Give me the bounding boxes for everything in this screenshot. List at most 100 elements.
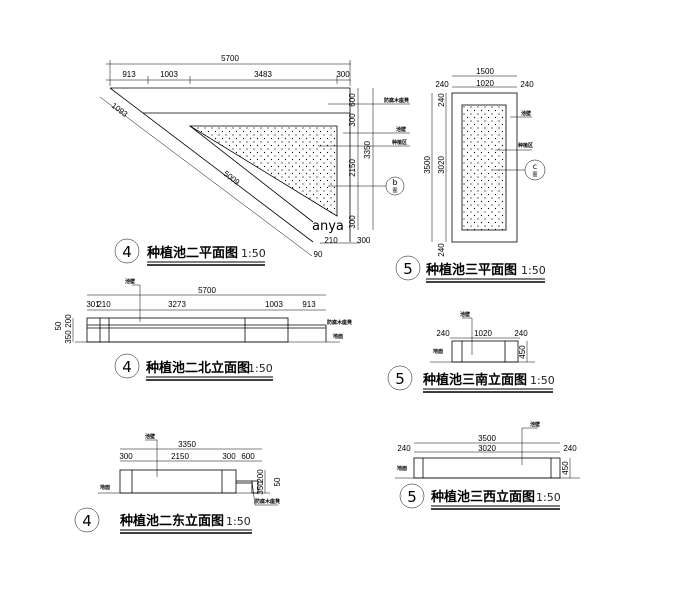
drawing-title: 种植池二北立面图	[145, 360, 250, 376]
plan-4-planting-pool-2: 5700 913 1003 3483 300 1093 5009 600 300…	[99, 54, 410, 266]
drawing-title: 种植池三西立面图	[430, 489, 535, 505]
pool-elevation	[119, 469, 237, 494]
label-bench: 防腐木座凳	[384, 97, 410, 104]
elevation-4-north: 5700 301 210 3273 1003 913 池壁 防腐木座凳 地面 5…	[54, 278, 353, 381]
dim-text: 300	[348, 215, 357, 229]
drawing-number-circle	[74, 507, 100, 533]
label-ground: 地面	[100, 484, 110, 491]
dim-text: 200	[256, 469, 265, 483]
elevation-5-west: 3500 3020 240 240 池壁 地面 450 5 种植池三西立面图 1…	[395, 421, 580, 510]
drawing-number: 4	[122, 358, 132, 376]
drawing-scale: 1:50	[530, 374, 555, 387]
section-symbol	[385, 176, 405, 196]
dim-text: 5009	[222, 169, 242, 187]
dim-text: 1093	[110, 101, 130, 119]
drawing-number: 5	[403, 260, 413, 278]
drawing-number-circle	[114, 238, 140, 264]
dim-text: 240	[397, 444, 411, 453]
dim-text: 3273	[168, 300, 186, 309]
label-wall: 池壁	[396, 126, 406, 133]
dim-text: 3500	[423, 156, 432, 174]
label-planting: 种植区	[517, 142, 533, 149]
dim-text: 210	[97, 300, 111, 309]
drawing-scale: 1:50	[226, 515, 251, 528]
drawing-title: 种植池二东立面图	[119, 513, 224, 529]
dim-text: 1020	[476, 79, 494, 88]
watermark: anya	[312, 219, 344, 234]
dim-text: 50	[54, 321, 63, 330]
label-planting: 种植区	[391, 139, 407, 146]
drawing-number-circle	[399, 483, 425, 509]
dim-text: 300	[222, 452, 236, 461]
drawing-number: 4	[122, 243, 132, 261]
label-bench: 防腐木座凳	[327, 319, 353, 326]
drawing-number-circle	[395, 255, 421, 281]
drawing-title: 种植池二平面图	[146, 245, 238, 261]
label-bench: 防腐木座凳	[255, 498, 281, 505]
dim-text: 600	[348, 93, 357, 107]
dim-text: 3020	[478, 444, 496, 453]
drawing-scale: 1:50	[521, 264, 546, 277]
elevation-5-south: 240 1020 240 池壁 地面 450 5 种植池三南立面图 1:50	[387, 311, 555, 393]
section-symbol	[524, 159, 546, 181]
dim-text: 240	[437, 243, 446, 257]
dim-text: 2150	[348, 159, 357, 177]
dim-text: 90	[314, 250, 323, 259]
drawing-number: 5	[395, 370, 405, 388]
plan-5-planting-pool-3: 1500 240 1020 240 3500 3020 240 240 池壁 种…	[395, 67, 546, 283]
drawing-title: 种植池三南立面图	[422, 372, 527, 388]
section-id: c	[533, 162, 537, 171]
dim-text: 5700	[198, 286, 216, 295]
dim-text: 3020	[437, 156, 446, 174]
drawing-number-circle	[387, 365, 413, 391]
label-ground: 地面	[333, 333, 343, 340]
drawing-number: 5	[407, 488, 417, 506]
drawing-number: 4	[82, 512, 92, 530]
pool-outline	[451, 92, 518, 243]
drawing-scale: 1:50	[248, 362, 273, 375]
dim-text: 350	[256, 481, 265, 495]
label-ground: 地面	[433, 348, 443, 355]
dim-text: 240	[437, 93, 446, 107]
dim-text: 1500	[476, 67, 494, 76]
planting-area-hatch	[188, 125, 338, 217]
label-wall: 池壁	[125, 278, 135, 285]
dim-text: 5700	[221, 54, 239, 63]
dim-text: 300	[119, 452, 133, 461]
dim-text: 350	[64, 330, 73, 344]
dim-text: 210	[324, 236, 338, 245]
label-wall: 池壁	[530, 421, 540, 428]
section-sub: 图	[392, 188, 397, 194]
dim-text: 2150	[171, 452, 189, 461]
label-wall: 池壁	[521, 110, 531, 117]
planting-area-hatch	[461, 104, 507, 231]
label-ground: 地面	[397, 465, 407, 472]
pool-elevation	[86, 317, 289, 343]
dim-text: 450	[518, 345, 527, 359]
dim-text: 301	[86, 300, 100, 309]
dim-text: 450	[561, 461, 570, 475]
label-wall: 池壁	[460, 311, 470, 318]
drawing-title: 种植池三平面图	[425, 262, 517, 278]
dim-text: 240	[514, 329, 528, 338]
dim-text: 1003	[160, 70, 178, 79]
dim-text: 240	[435, 80, 449, 89]
dim-text: 1003	[265, 300, 283, 309]
dim-text: 200	[64, 314, 73, 328]
dim-text: 50	[273, 477, 282, 486]
dim-text: 300	[336, 70, 350, 79]
dim-text: 1020	[474, 329, 492, 338]
dim-text: 300	[348, 113, 357, 127]
dim-text: 3350	[363, 141, 372, 159]
dim-text: 3483	[254, 70, 272, 79]
elevation-4-east: 3350 300 2150 300 600 池壁 地面 防腐木座凳 350 20…	[74, 433, 282, 534]
drawing-scale: 1:50	[241, 247, 266, 260]
dim-text: 240	[563, 444, 577, 453]
drawing-scale: 1:50	[536, 491, 561, 504]
dim-text: 600	[241, 452, 255, 461]
dim-text: 300	[357, 236, 371, 245]
section-sub: 图	[532, 172, 537, 178]
dim-text: 3350	[178, 440, 196, 449]
section-id: b	[392, 178, 397, 187]
